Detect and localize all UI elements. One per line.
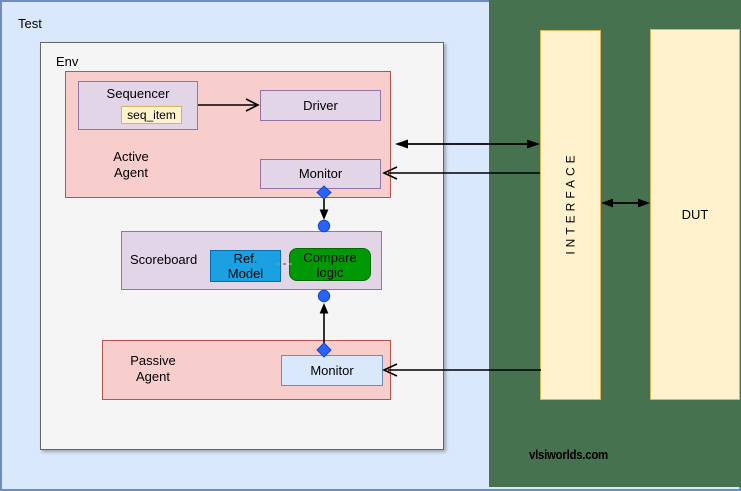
test-label: Test (18, 16, 42, 31)
ref-model-box: Ref. Model (210, 250, 281, 282)
watermark-text: vlsiworlds.com (529, 447, 608, 462)
dut-box: DUT (650, 29, 740, 400)
interface-box: INTERFACE (540, 30, 601, 400)
sequencer-label: Sequencer (106, 86, 170, 101)
interface-label: INTERFACE (563, 151, 578, 255)
driver-box: Driver (260, 90, 381, 121)
active-monitor-box: Monitor (260, 159, 381, 189)
scoreboard-label: Scoreboard (130, 252, 198, 267)
passive-agent-label: Passive Agent (130, 353, 176, 384)
passive-monitor-box: Monitor (281, 355, 383, 386)
dut-label: DUT (681, 207, 709, 222)
env-label: Env (56, 54, 79, 69)
active-agent-label: Active Agent (113, 149, 149, 180)
seq-item-box: seq_item (121, 106, 182, 124)
compare-logic-box: Compare logic (289, 248, 371, 281)
